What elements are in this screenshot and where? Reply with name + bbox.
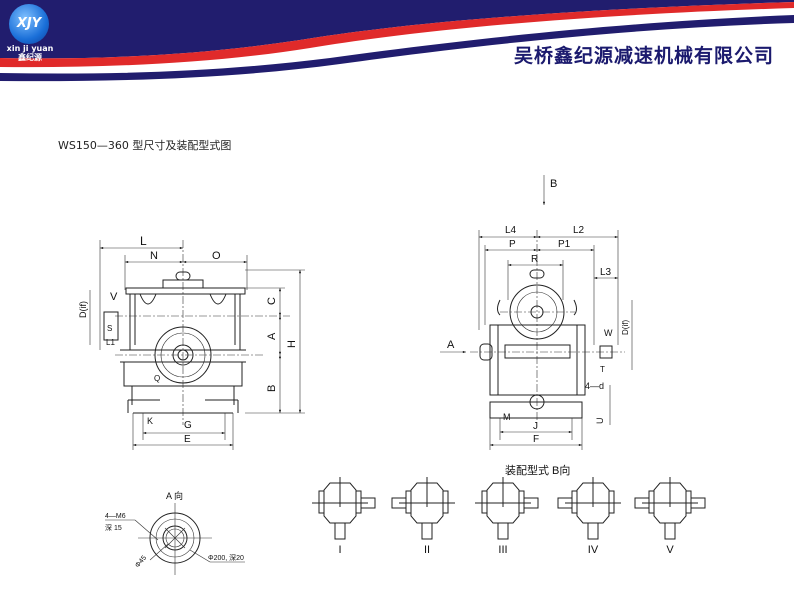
assembly-view-label: III xyxy=(498,544,507,556)
side-view-drawing: B A L4 L2 P P1 R L3 W D(if) xyxy=(440,175,633,450)
dim-label-E: E xyxy=(184,434,191,445)
dim-label-M: M xyxy=(503,412,511,422)
dim-label-G: G xyxy=(184,420,192,431)
header-banner xyxy=(0,0,794,82)
dim-label-C: C xyxy=(266,297,278,305)
logo-chinese: 鑫纪源 xyxy=(18,53,42,62)
logo-subtitle: xin ji yuan 鑫纪源 xyxy=(2,44,58,62)
dim-label-J: J xyxy=(533,421,538,432)
dim-label-A: A xyxy=(266,332,278,340)
dim-label-B: B xyxy=(266,385,278,392)
dim-label-D: D(if) xyxy=(78,301,88,318)
dim-label-D: D(if) xyxy=(621,320,630,335)
logo-pinyin: xin ji yuan xyxy=(6,44,54,53)
assembly-view-5: V xyxy=(634,477,706,556)
assembly-view-label: II xyxy=(424,544,430,556)
dim-label-L4: L4 xyxy=(505,225,517,236)
dim-label-T: T xyxy=(600,365,605,374)
dim-label-Q: Q xyxy=(154,374,160,383)
assembly-title: 装配型式 B向 xyxy=(505,463,570,477)
front-view-drawing: L N O C A H B D(if) V S L1 Q K G E xyxy=(78,234,305,450)
assembly-view-label: I xyxy=(338,544,341,556)
company-name: 吴桥鑫纪源减速机械有限公司 xyxy=(513,45,774,67)
assembly-view-label: IV xyxy=(588,544,599,556)
dim-label-P: P xyxy=(509,239,516,250)
direction-label-B: B xyxy=(550,178,557,190)
a-view-depth: 深 15 xyxy=(105,523,122,532)
dim-label-4d: 4—d xyxy=(585,381,604,391)
assembly-view-4: IV xyxy=(557,477,621,556)
dim-label-H: H xyxy=(286,340,298,348)
a-view-drawing: A 向 4—M6 深 15 Φ45 Φ200, 深20 xyxy=(105,490,245,575)
dim-label-N: N xyxy=(150,250,158,262)
dim-label-F: F xyxy=(533,434,539,445)
dim-label-L3: L3 xyxy=(600,267,612,278)
dim-label-L: L xyxy=(140,234,147,248)
dim-label-O: O xyxy=(212,250,221,262)
dim-label-U: U xyxy=(595,418,605,425)
logo: XJY xyxy=(9,4,49,44)
dim-label-V: V xyxy=(110,291,118,303)
a-view-bore: Φ45 xyxy=(134,554,148,569)
a-view-holes: 4—M6 xyxy=(105,513,126,520)
dim-label-S: S xyxy=(107,324,112,333)
a-view-title: A 向 xyxy=(166,490,183,501)
assembly-view-label: V xyxy=(666,544,674,556)
dim-label-R: R xyxy=(531,254,538,265)
dim-label-L2: L2 xyxy=(573,225,585,236)
assembly-view-3: III xyxy=(475,477,539,556)
dim-label-P1: P1 xyxy=(558,239,571,250)
dim-label-L1: L1 xyxy=(106,338,115,347)
direction-label-A: A xyxy=(447,339,455,351)
a-view-flange: Φ200, 深20 xyxy=(208,553,244,562)
page-title: WS150—360 型尺寸及装配型式图 xyxy=(58,139,232,152)
assembly-view-1: I xyxy=(312,477,376,556)
assembly-view-2: II xyxy=(391,477,455,556)
dim-label-K: K xyxy=(147,416,153,426)
dim-label-W: W xyxy=(604,328,613,338)
